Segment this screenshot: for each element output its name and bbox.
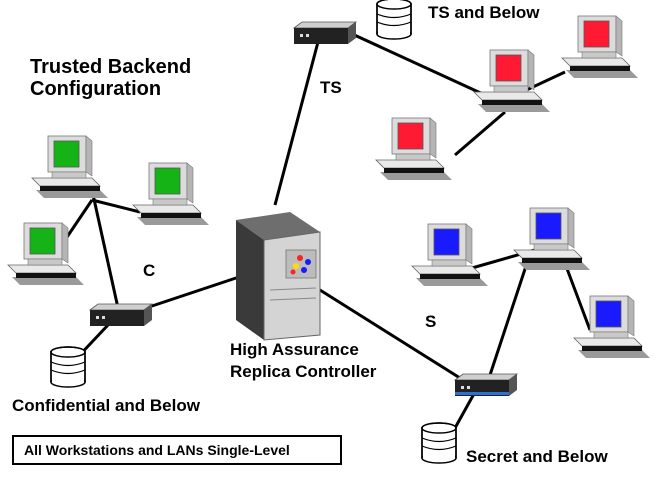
c-workstation-icon (7, 222, 85, 286)
ts-workstation-icon (561, 15, 639, 79)
s-storage-label: Secret and Below (466, 447, 608, 466)
title-line-1: Trusted Backend (30, 56, 192, 78)
footer-note-text: All Workstations and LANs Single-Level (24, 442, 290, 458)
ts-workstation-icon (375, 117, 453, 181)
link-controller-c (139, 273, 246, 312)
secret-workstations (411, 207, 651, 359)
diagram-title: Trusted Backend Configuration (30, 56, 191, 100)
ts-workstations (375, 15, 639, 181)
s-storage-disk-icon (421, 422, 457, 464)
s-workstation-icon (411, 223, 489, 287)
controller-label-line-2: Replica Controller (230, 362, 377, 381)
s-workstation-icon (573, 295, 651, 359)
c-hub-icon (89, 303, 153, 327)
link-ts-hub-workstation (349, 31, 486, 97)
link-controller-s (311, 283, 461, 380)
link-ts-workstations-2 (454, 110, 506, 157)
link-s-workstation (488, 259, 530, 376)
replica-controller-server-icon (236, 212, 321, 341)
ts-hub-icon (293, 21, 357, 45)
c-workstation-icon (132, 162, 210, 226)
c-workstation-icon (31, 135, 109, 199)
ts-link-label: TS (320, 78, 342, 97)
ts-storage-label: TS and Below (428, 3, 540, 22)
ts-workstation-icon (473, 49, 551, 113)
s-link-label: S (425, 312, 437, 331)
network-links (63, 31, 592, 429)
c-storage-label: Confidential and Below (12, 396, 200, 415)
link-s-storage (453, 391, 477, 429)
link-c-workstation-top (90, 189, 120, 309)
title-line-2: Configuration (30, 78, 162, 100)
c-link-label: C (143, 261, 156, 280)
link-c-workstation-right (91, 198, 141, 214)
footer-note-box: All Workstations and LANs Single-Level (12, 435, 342, 465)
controller-label: High Assurance Replica Controller (230, 339, 376, 383)
s-hub-icon (454, 373, 518, 397)
ts-storage-disk-icon (376, 0, 412, 40)
s-workstation-icon (513, 207, 591, 271)
c-storage-disk-icon (50, 346, 86, 388)
link-controller-ts (273, 41, 320, 206)
controller-label-line-1: High Assurance (230, 340, 359, 359)
link-c-workstation-left (63, 199, 94, 241)
